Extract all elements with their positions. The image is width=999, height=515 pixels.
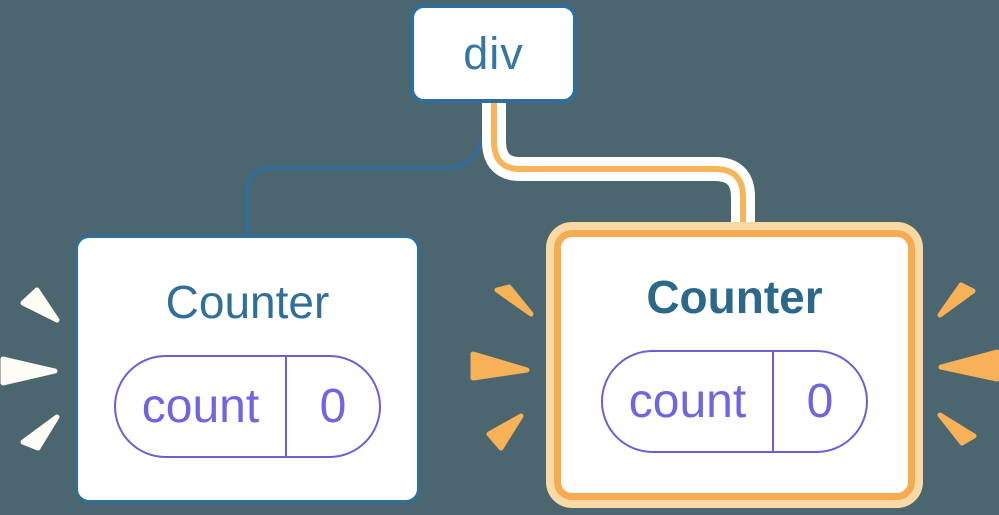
tree-node-div: div bbox=[410, 4, 577, 103]
state-key: count bbox=[603, 351, 774, 451]
spark-icon bbox=[494, 284, 534, 317]
spark-icon bbox=[486, 413, 524, 451]
spark-icon bbox=[0, 356, 58, 386]
spark-icon bbox=[937, 412, 977, 446]
spark-icon bbox=[938, 349, 999, 382]
spark-icon bbox=[20, 287, 60, 323]
tree-node-div-label: div bbox=[463, 27, 524, 79]
spark-icon bbox=[20, 414, 60, 451]
state-pill: count 0 bbox=[114, 354, 381, 458]
counter-card-left: Counter count 0 bbox=[75, 235, 420, 503]
counter-title: Counter bbox=[165, 276, 330, 328]
state-pill: count 0 bbox=[601, 349, 868, 453]
counter-title: Counter bbox=[646, 271, 823, 323]
counter-card-right: Counter count 0 bbox=[554, 230, 915, 500]
spark-icon bbox=[470, 351, 530, 381]
state-value: 0 bbox=[319, 379, 347, 433]
spark-group-right-counter-left bbox=[470, 284, 534, 451]
state-key: count bbox=[116, 356, 287, 456]
spark-group-left-white bbox=[0, 287, 60, 451]
connector-right-edge bbox=[491, 101, 746, 238]
connector-left-edge bbox=[245, 100, 488, 242]
state-value: 0 bbox=[806, 374, 834, 428]
spark-icon bbox=[937, 282, 976, 318]
spark-group-right-counter-right bbox=[937, 282, 999, 446]
counter-card-right-halo: Counter count 0 bbox=[546, 222, 923, 508]
